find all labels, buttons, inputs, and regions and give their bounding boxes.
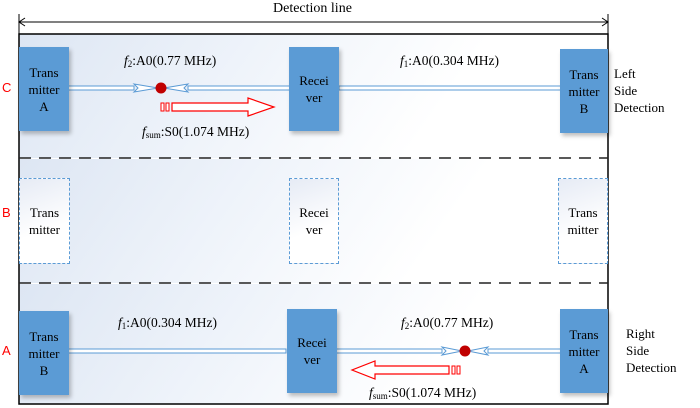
- sum-wave-label-c: fsum:S0(1.074 MHz): [142, 124, 250, 140]
- transmitter-b-box-a: Trans mitter B: [19, 311, 69, 395]
- wave-line-c-left: [67, 85, 135, 91]
- detection-line-title: Detection line: [273, 1, 352, 16]
- arrowhead-a-right-icon: [467, 346, 490, 356]
- wave-label-c-right: f1:A0(0.304 MHz): [400, 53, 500, 69]
- receiver-box-c: Recei ver: [289, 47, 339, 131]
- arrowhead-a-left-icon: [440, 346, 463, 356]
- wave-line-c-center: [187, 85, 292, 91]
- transmitter-placeholder-right: Trans mitter: [558, 178, 608, 264]
- side-label-right-detection: Right Side Detection: [626, 326, 677, 375]
- receiver-box-a: Recei ver: [287, 309, 337, 393]
- arrowhead-c-right-icon: [163, 83, 190, 93]
- mixing-point-a-icon: [459, 345, 471, 357]
- wave-line-a-center: [335, 348, 443, 354]
- row-letter-a: A: [2, 343, 11, 358]
- sum-arrow-a-icon: [350, 360, 450, 380]
- mixing-point-c-icon: [155, 82, 167, 94]
- transmitter-a-box-c: Trans mitter A: [19, 47, 69, 131]
- arrowhead-right-icon: [601, 17, 609, 27]
- arrowhead-c-left-icon: [132, 83, 159, 93]
- wave-line-a-right: [487, 348, 562, 354]
- transmitter-b-box-c: Trans mitter B: [560, 49, 608, 133]
- wave-label-a-right: f2:A0(0.77 MHz): [401, 315, 494, 331]
- row-letter-b: B: [2, 205, 11, 220]
- sum-arrow-c-icon: [171, 97, 276, 117]
- side-label-left-detection: Left Side Detection: [614, 66, 665, 115]
- wave-line-c-right: [338, 85, 562, 91]
- arrowhead-left-icon: [18, 17, 26, 27]
- transmitter-a-box-a: Trans mitter A: [560, 309, 608, 393]
- wave-line-a-left: [67, 348, 287, 354]
- sum-wave-label-a: fsum:S0(1.074 MHz): [369, 385, 477, 401]
- wave-label-c-left: f2:A0(0.77 MHz): [124, 53, 217, 69]
- row-a-waves: [67, 345, 562, 380]
- wave-label-a-left: f1:A0(0.304 MHz): [118, 315, 218, 331]
- row-letter-c: C: [2, 80, 12, 95]
- receiver-placeholder: Recei ver: [289, 178, 339, 264]
- transmitter-placeholder-left: Trans mitter: [19, 178, 70, 264]
- row-c-waves: [67, 82, 562, 117]
